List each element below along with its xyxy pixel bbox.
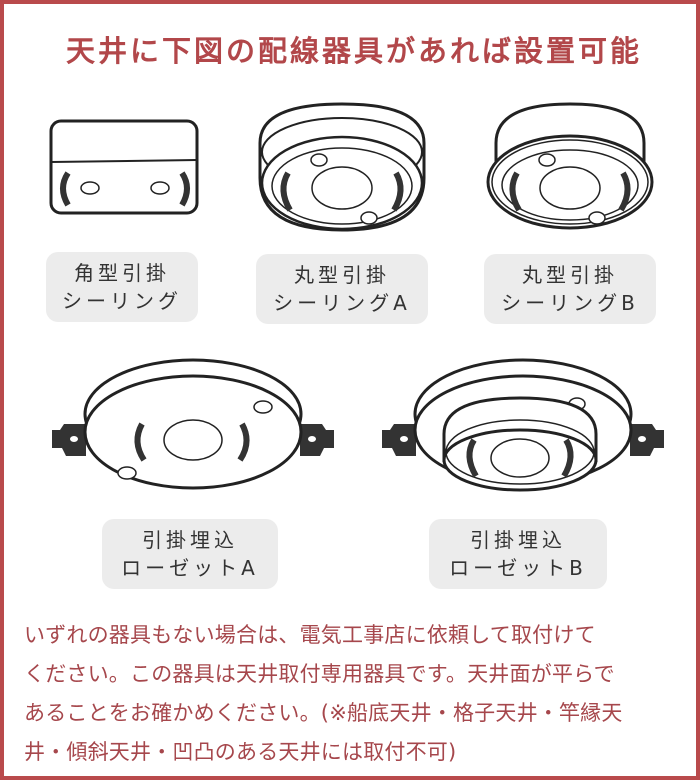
- label-line-2: シーリングB: [501, 291, 639, 315]
- label-line-1: 引掛埋込: [142, 528, 238, 552]
- label-line-2: シーリング: [62, 289, 182, 313]
- label-line-2: ローゼットA: [121, 556, 259, 580]
- label-line-1: 丸型引掛: [294, 263, 390, 287]
- fixture-label-round-ceiling-b: 丸型引掛 シーリングB: [484, 254, 656, 324]
- fixture-label-rosette-b: 引掛埋込 ローゼットB: [429, 519, 607, 589]
- fixture-label-rosette-a: 引掛埋込 ローゼットA: [102, 519, 278, 589]
- round-ceiling-hook-a-icon: [258, 102, 426, 232]
- note-line: あることをお確かめください。(※船底天井・格子天井・竿縁天: [24, 701, 623, 725]
- note-line: ください。この器具は天井取付専用器具です。天井面が平らで: [24, 662, 615, 686]
- label-line-2: シーリングA: [273, 291, 411, 315]
- page-title: 天井に下図の配線器具があれば設置可能: [65, 34, 642, 68]
- embedded-rosette-b-icon: [382, 358, 664, 492]
- label-line-1: 角型引掛: [74, 261, 170, 285]
- square-ceiling-hook-icon: [49, 119, 199, 215]
- note-line: 井・傾斜天井・凹凸のある天井には取付不可): [24, 740, 457, 764]
- round-ceiling-hook-b-icon: [486, 102, 654, 230]
- label-line-1: 引掛埋込: [470, 528, 566, 552]
- note-line: いずれの器具もない場合は、電気工事店に依頼して取付けて: [24, 623, 596, 647]
- fixture-label-round-ceiling-a: 丸型引掛 シーリングA: [256, 254, 428, 324]
- installation-note: いずれの器具もない場合は、電気工事店に依頼して取付けて ください。この器具は天井…: [24, 616, 694, 772]
- embedded-rosette-a-icon: [52, 358, 334, 490]
- fixture-label-square-ceiling: 角型引掛 シーリング: [46, 252, 198, 322]
- label-line-1: 丸型引掛: [522, 263, 618, 287]
- label-line-2: ローゼットB: [449, 556, 587, 580]
